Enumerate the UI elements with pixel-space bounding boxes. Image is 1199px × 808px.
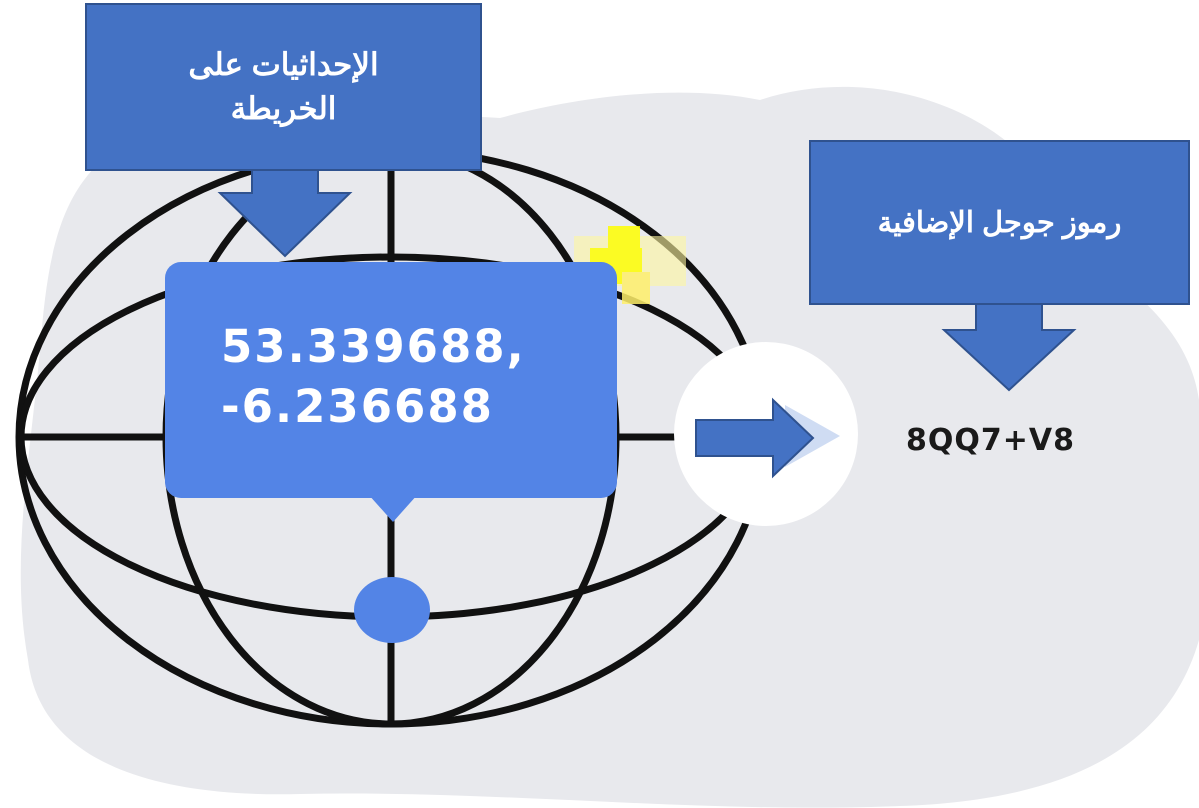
map-coordinates-callout: الإحداثيات على الخريطة [85, 3, 482, 171]
plus-codes-label: رموز جوجل الإضافية [877, 206, 1122, 239]
location-pin [354, 577, 430, 643]
arrow-down-icon [941, 303, 1077, 392]
plus-codes-callout: رموز جوجل الإضافية [809, 140, 1190, 305]
plus-code-value: 8QQ7+V8 [906, 423, 1075, 458]
bubble-pointer [368, 494, 418, 522]
map-coordinates-label: الإحداثيات على الخريطة [188, 47, 379, 126]
longitude-value: -6.236688 [221, 380, 494, 433]
arrow-down-icon [217, 169, 353, 258]
latitude-value: 53.339688, [221, 320, 526, 373]
arrow-right-icon [695, 397, 815, 479]
coordinates-bubble: 53.339688, -6.236688 [165, 262, 617, 498]
